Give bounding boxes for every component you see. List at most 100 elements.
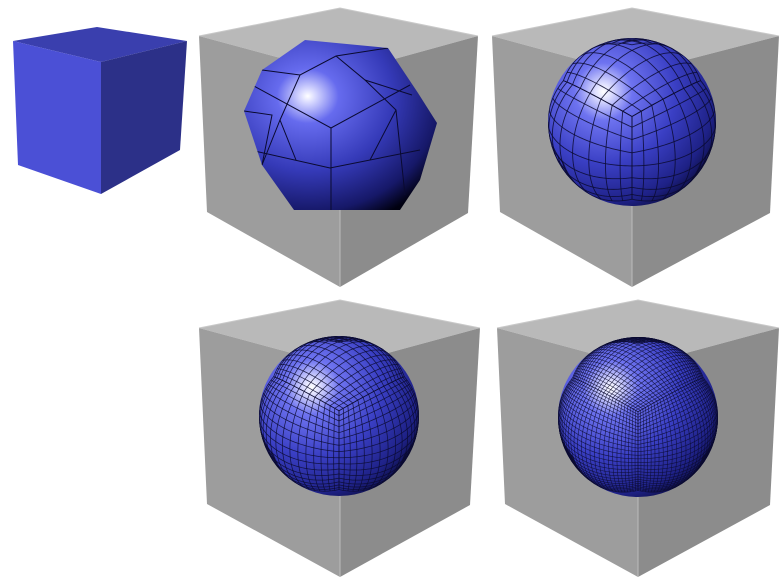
wireframe-edge <box>277 368 349 407</box>
wireframe-edge <box>572 62 653 106</box>
wireframe-edge <box>631 80 701 117</box>
wireframe-edge <box>595 344 676 392</box>
wireframe-edge <box>327 405 331 492</box>
wireframe-edge <box>561 397 639 438</box>
wireframe-edge <box>615 357 693 400</box>
subdivided-sphere <box>558 337 718 497</box>
wireframe-edge <box>637 403 717 445</box>
wireframe-edge <box>650 404 656 493</box>
wireframe-edge <box>647 405 652 493</box>
wireframe-edge <box>573 375 641 411</box>
wireframe-edge <box>275 372 344 409</box>
wireframe-edge <box>305 397 316 491</box>
wireframe-edge <box>373 391 389 488</box>
wireframe-edge <box>621 363 697 403</box>
wireframe-edge <box>640 410 642 492</box>
wireframe-edge <box>297 394 310 490</box>
wireframe-edge <box>298 341 380 389</box>
wireframe-edge <box>618 360 695 402</box>
wireframe-edge <box>620 404 626 493</box>
cube-left-face <box>13 41 101 194</box>
wireframe-edge <box>289 391 305 488</box>
wireframe-edge <box>628 407 631 492</box>
wireframe-edge <box>552 97 633 140</box>
wireframe-edge <box>270 379 340 417</box>
wireframe-edge <box>637 386 710 424</box>
wireframe-edge <box>637 413 718 456</box>
wireframe-edge <box>571 379 639 415</box>
wireframe-edge <box>659 399 669 492</box>
wireframe-edge <box>637 406 718 449</box>
wireframe-edge <box>333 408 336 491</box>
wireframe-edge <box>559 403 639 445</box>
wireframe-edge <box>598 395 611 491</box>
wireframe-edge <box>259 376 274 456</box>
wireframe-edge <box>279 364 353 404</box>
wireframe-edge <box>624 405 629 493</box>
wireframe-edge <box>637 410 718 453</box>
subdivided-sphere <box>548 38 716 206</box>
wireframe-edge <box>619 111 624 201</box>
cube-right-face <box>101 41 187 194</box>
wireframe-edge <box>563 391 639 431</box>
wireframe-edge <box>597 342 679 390</box>
wireframe-edge <box>637 381 707 418</box>
wireframe-edge <box>338 398 417 440</box>
wireframe-edge <box>637 377 704 413</box>
wireframe-edge <box>261 398 340 440</box>
wireframe-edge <box>653 402 660 493</box>
wireframe-edge <box>338 388 413 428</box>
wireframe-edge <box>357 400 365 492</box>
wireframe-edge <box>600 52 684 100</box>
wireframe-edge <box>581 389 599 487</box>
wireframe-edge <box>338 404 419 446</box>
wireframe-edge <box>632 372 702 410</box>
wireframe-edge <box>362 397 373 491</box>
wireframe-edge <box>574 372 644 410</box>
wireframe-edge <box>580 52 664 100</box>
wireframe-edge <box>585 391 602 488</box>
wireframe-edge <box>631 109 716 154</box>
wireframe-edge <box>700 80 716 164</box>
wireframe-edge <box>662 397 673 492</box>
wireframe-edge <box>631 88 707 128</box>
wireframe-edge <box>569 381 639 418</box>
wireframe-edge <box>338 393 415 434</box>
wireframe-edge <box>368 394 381 490</box>
stage-4 <box>496 299 780 577</box>
wireframe-edge <box>303 345 385 392</box>
wireframe-edge <box>589 392 605 489</box>
wireframe-edge <box>606 349 687 395</box>
subdivided-blob <box>244 40 437 210</box>
wireframe-edge <box>338 379 408 417</box>
wireframe-edge <box>566 386 639 424</box>
wireframe-edge <box>637 400 716 442</box>
wireframe-edge <box>589 43 675 94</box>
wireframe-edge <box>603 346 684 393</box>
wireframe-edge <box>313 400 321 492</box>
wireframe-edge <box>637 394 714 434</box>
wireframe-edge <box>404 376 419 456</box>
wireframe-edge <box>562 394 639 434</box>
cube-top-face <box>13 27 187 62</box>
wireframe-edge <box>616 402 623 493</box>
wireframe-edge <box>293 345 375 392</box>
wireframe-edge <box>558 413 639 456</box>
wireframe-edge <box>259 409 340 453</box>
wireframe-edge <box>578 365 652 405</box>
wireframe-edge <box>600 344 681 392</box>
wireframe-edge <box>627 368 700 407</box>
wireframe-edge <box>338 409 419 453</box>
wireframe-edge <box>579 363 655 403</box>
wireframe-edge <box>320 402 326 492</box>
wireframe-edge <box>282 359 359 401</box>
wireframe-edge <box>592 346 673 393</box>
wireframe-edge <box>665 395 678 491</box>
wireframe-edge <box>558 410 639 453</box>
wireframe-edge <box>668 394 682 491</box>
wireframe-edge <box>334 372 403 409</box>
wireframe-edge <box>631 97 712 140</box>
wireframe-edge <box>263 393 340 434</box>
